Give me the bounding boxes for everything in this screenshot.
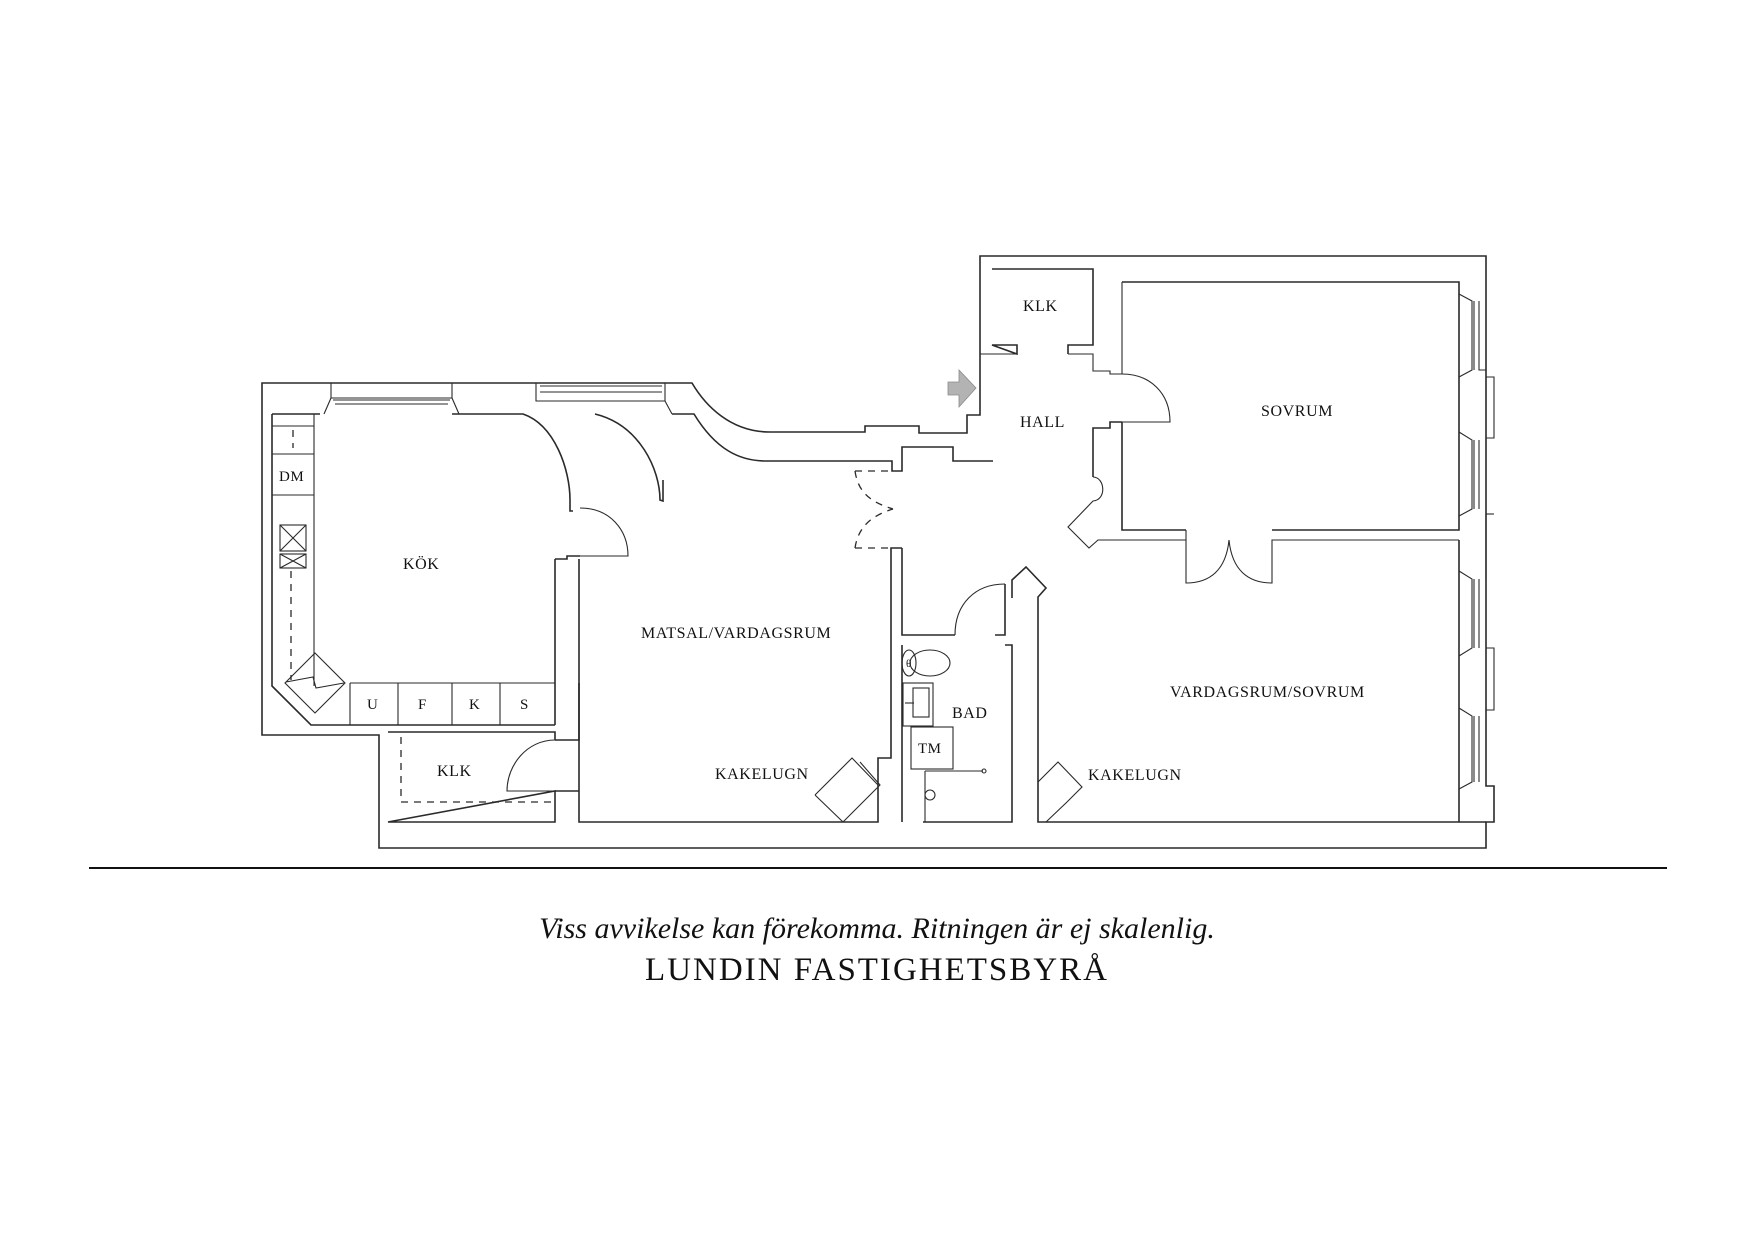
kitchen-walls <box>271 383 580 726</box>
fixture-label-tile-stove-1: KAKELUGN <box>715 766 809 783</box>
fixture-label-dishwasher: DM <box>279 469 304 485</box>
living-bedroom-walls <box>1037 514 1495 823</box>
room-label-kitchen: KÖK <box>403 555 439 573</box>
room-label-bedroom: SOVRUM <box>1261 403 1333 420</box>
room-label-hall-closet: KLK <box>1023 298 1058 315</box>
brand-name: LUNDIN FASTIGHETSBYRÅ <box>645 952 1109 988</box>
room-label-lower-closet: KLK <box>437 763 472 780</box>
fixture-label-pantry: S <box>520 697 529 713</box>
room-label-dining-living: MATSAL/VARDAGSRUM <box>641 625 831 642</box>
fixture-label-oven: U <box>367 697 378 713</box>
kitchen-door <box>579 507 629 557</box>
bathroom-walls: θ <box>901 548 1486 823</box>
disclaimer-text: Viss avvikelse kan förekomma. Ritningen … <box>539 912 1215 945</box>
fixture-label-tile-stove-2: KAKELUGN <box>1088 767 1182 784</box>
lower-closet <box>387 683 580 823</box>
bedroom-walls <box>1121 281 1495 584</box>
fixture-label-freezer: F <box>418 697 427 713</box>
dining-walls <box>535 383 993 823</box>
room-label-bathroom: BAD <box>952 705 988 722</box>
fixture-label-washing-machine: TM <box>918 741 942 757</box>
outer-walls <box>261 255 1495 849</box>
room-label-living-bedroom: VARDAGSRUM/SOVRUM <box>1170 684 1365 701</box>
hall-walls <box>980 268 1186 549</box>
entrance-arrow-icon <box>947 368 977 409</box>
svg-text:θ: θ <box>906 658 911 670</box>
fixture-label-fridge: K <box>469 697 480 713</box>
divider-rule <box>89 867 1667 869</box>
room-label-hall: HALL <box>1020 414 1065 431</box>
